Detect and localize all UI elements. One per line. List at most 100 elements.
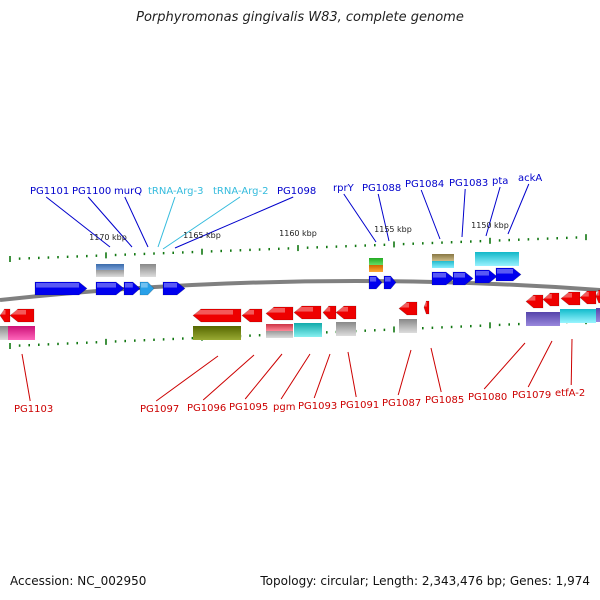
forward-gene-arrow[interactable] — [452, 271, 474, 286]
forward-gene-arrow[interactable] — [162, 281, 186, 296]
forward-gene-label[interactable]: PG1101 — [30, 186, 69, 197]
reverse-gene-arrow[interactable] — [241, 308, 263, 323]
gene-shine — [337, 307, 348, 312]
reverse-gene-label[interactable]: PG1096 — [187, 403, 226, 414]
gene-shine — [597, 291, 600, 296]
gene-shine — [243, 310, 254, 315]
forward-gene-label[interactable]: tRNA-Arg-2 — [213, 186, 268, 197]
gene-shine — [36, 283, 79, 288]
forward-gene-arrow[interactable] — [95, 281, 125, 296]
forward-gene-label[interactable]: PG1084 — [405, 179, 444, 190]
gene-shine — [497, 269, 513, 274]
forward-gene-arrow[interactable] — [431, 271, 455, 286]
reverse-gene-arrow[interactable] — [9, 308, 35, 323]
gene-shine — [97, 283, 116, 288]
reverse-gene-label[interactable]: PG1087 — [382, 398, 421, 409]
gene-shine — [425, 302, 427, 307]
gene-shine — [527, 296, 536, 301]
forward-gene-arrow[interactable] — [495, 267, 522, 282]
forward-gene-label[interactable]: PG1098 — [277, 186, 316, 197]
leader-line — [157, 196, 176, 248]
scale-label: 1170 kbp — [89, 233, 127, 242]
forward-genes[interactable] — [34, 267, 522, 296]
forward-gene-arrow[interactable] — [383, 275, 397, 290]
accession-text: Accession: NC_002950 — [10, 574, 147, 588]
forward-gene-label[interactable]: rprY — [333, 183, 355, 194]
reverse-gene-label[interactable]: PG1095 — [229, 402, 268, 413]
cog-block — [432, 254, 454, 261]
gene-shine — [11, 310, 26, 315]
leader-line — [343, 193, 377, 243]
cog-block — [8, 326, 35, 340]
cog-block — [475, 252, 519, 266]
leader-line — [45, 196, 111, 248]
cog-block — [369, 265, 383, 272]
reverse-gene-arrow[interactable] — [525, 294, 544, 309]
gene-shine — [562, 293, 572, 298]
cog-block — [526, 312, 560, 326]
reverse-gene-arrow[interactable] — [322, 305, 337, 320]
cog-block — [596, 308, 600, 322]
forward-gene-arrow[interactable] — [139, 281, 155, 296]
forward-gene-label[interactable]: ackA — [518, 173, 542, 184]
reverse-gene-label[interactable]: PG1103 — [14, 404, 53, 415]
leader-line — [174, 196, 294, 249]
gene-shine — [324, 307, 331, 312]
scale-label: 1165 kbp — [183, 231, 221, 240]
scale-label: 1160 kbp — [279, 229, 317, 238]
forward-gene-label[interactable]: PG1083 — [449, 178, 488, 189]
forward-gene-label[interactable]: PG1100 — [72, 186, 111, 197]
gene-shine — [164, 283, 177, 288]
reverse-gene-arrow[interactable] — [560, 291, 581, 306]
leader-line — [202, 354, 255, 401]
reverse-gene-arrow[interactable] — [293, 305, 322, 320]
forward-gene-label[interactable]: pta — [492, 176, 508, 187]
reverse-gene-label[interactable]: PG1091 — [340, 400, 379, 411]
label-leaders — [21, 183, 573, 402]
reverse-gene-arrow[interactable] — [579, 290, 597, 305]
forward-gene-arrow[interactable] — [474, 269, 498, 284]
leader-line — [124, 196, 149, 248]
map-title: Porphyromonas gingivalis W83, complete g… — [136, 10, 464, 25]
scale-labels: 1170 kbp 1165 kbp 1160 kbp 1155 kbp 1150 kbp — [89, 221, 509, 242]
reverse-gene-label[interactable]: PG1085 — [425, 395, 464, 406]
forward-gene-label[interactable]: murQ — [114, 186, 142, 197]
leader-line — [244, 353, 283, 400]
leader-line — [377, 193, 390, 242]
gene-shine — [194, 310, 233, 315]
reverse-gene-arrow[interactable] — [192, 308, 242, 323]
reverse-gene-label[interactable]: PG1079 — [512, 390, 551, 401]
genome-backbone — [0, 279, 600, 302]
cog-block — [560, 309, 596, 323]
reverse-gene-label[interactable]: PG1097 — [140, 404, 179, 415]
leader-line — [280, 353, 311, 400]
reverse-gene-label[interactable]: PG1080 — [468, 392, 507, 403]
reverse-gene-label[interactable]: PG1093 — [298, 401, 337, 412]
reverse-gene-arrow[interactable] — [398, 301, 418, 316]
reverse-gene-arrow[interactable] — [0, 308, 11, 323]
forward-gene-arrow[interactable] — [123, 281, 141, 296]
reverse-gene-label[interactable]: etfA-2 — [555, 388, 585, 399]
reverse-gene-arrow[interactable] — [542, 292, 560, 307]
reverse-gene-arrow[interactable] — [423, 300, 430, 315]
gene-shine — [267, 308, 285, 313]
reverse-genes[interactable] — [0, 289, 600, 323]
gene-shine — [544, 294, 552, 299]
forward-gene-arrow[interactable] — [368, 275, 383, 290]
cog-block — [369, 258, 383, 265]
genome-summary-text: Topology: circular; Length: 2,343,476 bp… — [260, 574, 590, 588]
forward-gene-label[interactable]: PG1088 — [362, 183, 401, 194]
scale-label: 1150 kbp — [471, 221, 509, 230]
leader-line — [162, 196, 241, 250]
forward-gene-label[interactable]: tRNA-Arg-3 — [148, 186, 203, 197]
reverse-gene-arrow[interactable] — [595, 289, 600, 304]
reverse-gene-label[interactable]: pgm — [273, 402, 295, 413]
reverse-gene-arrow[interactable] — [335, 305, 357, 320]
cog-block — [294, 323, 322, 337]
reverse-gene-arrow[interactable] — [265, 306, 294, 321]
gene-shine — [295, 307, 313, 312]
forward-gene-arrow[interactable] — [34, 281, 88, 296]
scale-label: 1155 kbp — [374, 225, 412, 234]
gene-shine — [433, 273, 446, 278]
